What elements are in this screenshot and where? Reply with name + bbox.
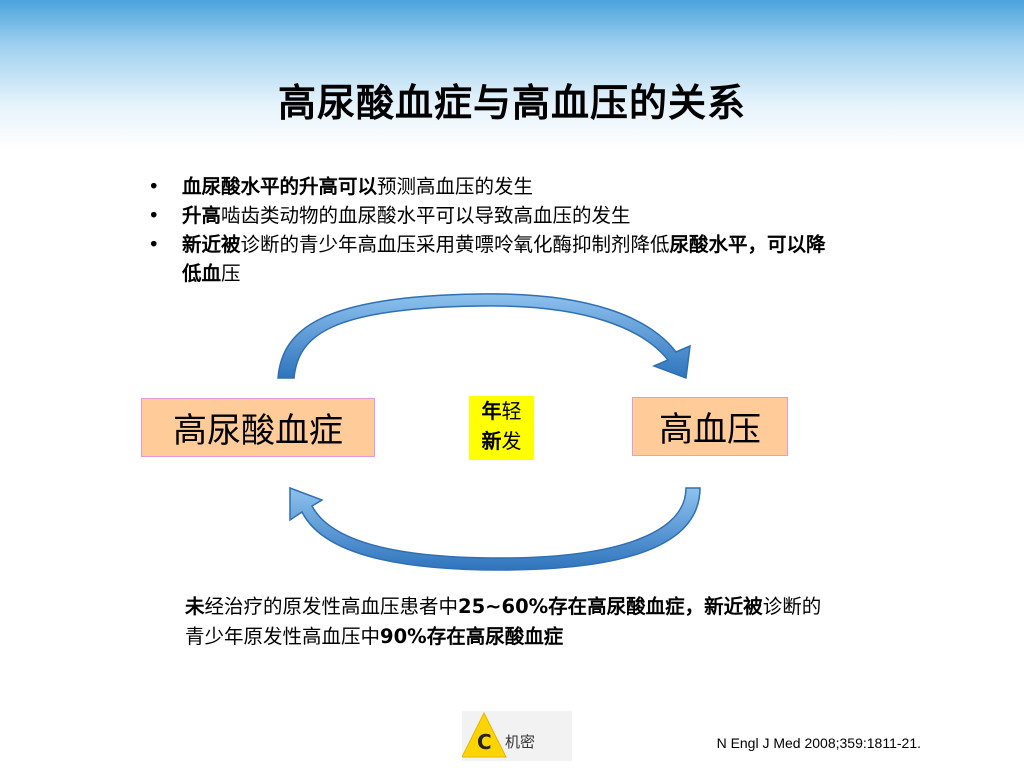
bullet-bold-text: 新近被: [182, 233, 241, 256]
warning-triangle-icon: [462, 711, 507, 758]
slide-title: 高尿酸血症与高血压的关系: [277, 81, 746, 125]
young-bold: 年: [481, 399, 502, 423]
bullet-text: 压: [221, 262, 241, 285]
hypertension-label-normal: 压: [727, 410, 761, 450]
bullet-item: 血尿酸水平的升高可以预测高血压的发生: [148, 172, 838, 201]
header-gradient: [0, 0, 1024, 150]
bottom-paragraph: 未经治疗的原发性高血压患者中25~60%存在高尿酸血症，新近被诊断的青少年原发性…: [185, 592, 835, 652]
reference-citation: N Engl J Med 2008;359:1811-21.: [716, 735, 921, 751]
bottom-text: 经治疗的原发性高血压患者中: [204, 595, 459, 618]
onset-bold: 新: [481, 429, 502, 453]
bullet-text: 诊断的青少年高血压采用黄嘌呤氧化酶抑制剂降低: [240, 233, 670, 256]
bottom-arrow-icon: [289, 486, 701, 571]
logo-letter: C: [477, 730, 492, 754]
hypertension-box: 高血压: [632, 397, 788, 456]
top-arrow-icon: [277, 293, 691, 380]
bullet-item: 新近被诊断的青少年高血压采用黄嘌呤氧化酶抑制剂降低尿酸水平，可以降低血压: [148, 230, 838, 288]
young-onset-label: 年轻 新发: [469, 396, 534, 460]
bullet-text: 啮齿类动物的血尿酸水平可以导致高血压的发生: [221, 204, 631, 227]
young-normal: 轻: [501, 399, 522, 423]
hypertension-label-bold: 高血: [659, 410, 727, 450]
bullet-bold-text: 尿酸水平，可以降低血: [182, 233, 826, 285]
bullet-list: 血尿酸水平的升高可以预测高血压的发生 升高啮齿类动物的血尿酸水平可以导致高血压的…: [148, 172, 838, 288]
hyperuricemia-box: 高尿酸血症: [141, 398, 375, 457]
onset-normal: 发: [501, 429, 522, 453]
bottom-bold: 25~60%存在高尿酸血症，新近被: [458, 595, 763, 618]
bullet-bold-text: 升高: [182, 204, 222, 227]
bottom-bold: 90%存在高尿酸血症: [380, 625, 564, 648]
bullet-item: 升高啮齿类动物的血尿酸水平可以导致高血压的发生: [148, 201, 838, 230]
confidential-text: 机密: [505, 733, 536, 751]
hyperuricemia-label: 高尿酸血症: [173, 411, 343, 451]
bullet-bold-text: 血尿酸水平的升高可以: [182, 175, 378, 198]
confidential-logo: C: [462, 711, 572, 761]
bottom-text: 诊断的青少年原发性高血压中: [185, 595, 822, 648]
bottom-bold: 未: [185, 595, 205, 618]
bullet-text: 预测高血压的发生: [377, 175, 534, 198]
